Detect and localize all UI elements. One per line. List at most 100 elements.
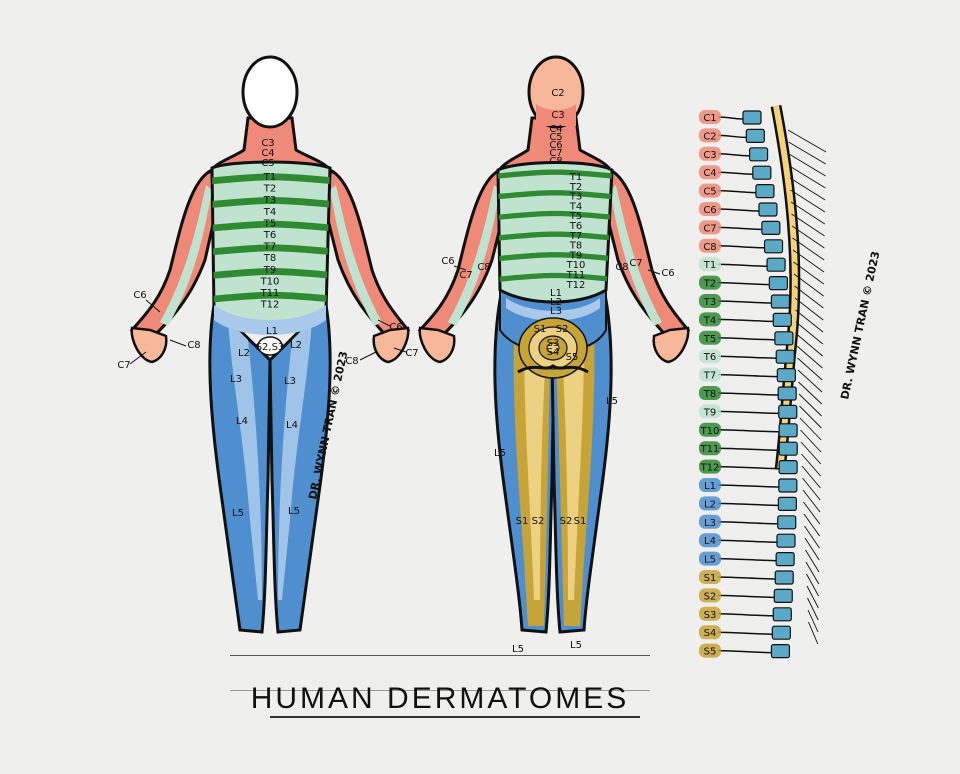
nerve-hatch-line — [801, 453, 821, 477]
nerve-root-line — [717, 208, 759, 212]
spine-level-labels: C1C2C3C4C5C6C7C8T1T2T3T4T5T6T7T8T9T10T11… — [699, 110, 721, 658]
spine-nerve-lines — [717, 116, 780, 654]
back-lumbar-label: L3 — [550, 306, 562, 317]
spine-level-label: C2 — [703, 131, 716, 142]
nerve-hatch-line — [794, 297, 824, 321]
front-left-leg-label: L2 — [238, 348, 250, 359]
back-sacral-label: S1 — [534, 324, 547, 335]
back-left-arm-label: C8 — [477, 262, 490, 273]
vertebra — [777, 515, 797, 530]
spine-level-label: S3 — [704, 610, 717, 621]
spine-level-label: L2 — [704, 499, 716, 510]
title-rule-top — [230, 655, 650, 656]
spine-level-swatch — [699, 202, 721, 216]
back-trunk-label: T9 — [569, 250, 582, 261]
nerve-hatch-line — [806, 573, 819, 597]
back-right-arm — [606, 167, 691, 342]
trunk-stripe — [212, 220, 330, 233]
front-left-arm-label: C7 — [117, 360, 130, 371]
vertebra — [770, 643, 791, 659]
spine-nerve-hatching — [787, 129, 827, 645]
spine-level-swatch — [699, 220, 721, 235]
leader-line — [359, 351, 377, 361]
nerve-hatch-line — [797, 369, 823, 393]
vertebra — [758, 202, 778, 217]
nerve-hatch-line — [787, 129, 827, 153]
back-left-arm-label: C6 — [441, 256, 454, 267]
front-trunk-label: T5 — [263, 218, 276, 229]
front-right-leg-label: L2 — [290, 340, 302, 351]
nerve-hatch-line — [791, 213, 825, 237]
nerve-hatch-line — [793, 261, 825, 285]
back-leg-label: L5 — [606, 396, 618, 407]
back-sacral-label: S4 — [547, 347, 560, 358]
front-head — [241, 55, 299, 129]
spine-level-label: S1 — [704, 573, 717, 584]
front-neck-label: C5 — [261, 158, 274, 169]
trunk-stripe — [498, 190, 612, 200]
front-right-hand — [372, 326, 410, 364]
vertebra — [772, 312, 792, 327]
front-left-leg-label: L4 — [236, 416, 248, 427]
front-left-arm-label: C6 — [133, 290, 146, 301]
spine-level-swatch — [699, 404, 721, 419]
back-leg-label: L5 — [570, 640, 582, 651]
front-left-leg-label: L5 — [232, 508, 244, 519]
back-lumbar-label: L2 — [550, 297, 562, 308]
spine-level-swatch — [699, 275, 721, 290]
trunk-stripe — [212, 173, 330, 185]
back-sacral-label: S5 — [566, 352, 579, 363]
spine-diagram: C1C2C3C4C5C6C7C8T1T2T3T4T5T6T7T8T9T10T11… — [699, 104, 827, 659]
nerve-hatch-line — [803, 513, 820, 537]
trunk-stripe — [212, 268, 330, 280]
spine-level-label: L3 — [704, 518, 716, 529]
nerve-root-line — [717, 337, 775, 341]
nerve-root-line — [717, 373, 778, 378]
nerve-root-line — [717, 465, 780, 470]
vertebra — [775, 551, 795, 567]
back-trunk-label: T10 — [566, 260, 586, 271]
spine-level-swatch — [699, 367, 721, 382]
title-rule-upper — [230, 690, 650, 691]
spine-level-swatch — [699, 386, 721, 400]
back-leg-label: S2 — [532, 516, 545, 527]
back-trunk-label: T4 — [569, 201, 582, 212]
vertebra — [748, 147, 769, 162]
spine-level-label: S5 — [704, 647, 717, 658]
back-gluteal-fold — [517, 364, 589, 374]
spine-level-swatch — [699, 606, 721, 621]
nerve-hatch-line — [790, 189, 826, 213]
back-trunk-label: T1 — [569, 172, 582, 183]
nerve-root-line — [717, 613, 774, 617]
vertebra — [742, 110, 762, 125]
vertebra — [755, 184, 775, 199]
spine-level-label: C4 — [703, 168, 716, 179]
leader-line — [169, 339, 187, 347]
spine-level-label: S2 — [704, 591, 717, 602]
nerve-root-line — [717, 631, 773, 635]
leader-line — [647, 269, 661, 275]
nerve-root-line — [717, 263, 768, 267]
back-left-arm — [417, 167, 504, 342]
front-trunk-label: T1 — [263, 172, 276, 183]
spine-level-label: S4 — [704, 628, 717, 639]
nerve-hatch-line — [792, 237, 825, 261]
front-left-leg-label: L3 — [230, 374, 242, 385]
nerve-hatch-line — [792, 249, 825, 273]
back-right-arm-label: C8 — [615, 262, 628, 273]
nerve-root-line — [717, 429, 780, 433]
vertebra — [761, 220, 781, 235]
nerve-root-line — [717, 594, 775, 599]
spine-level-label: T5 — [703, 334, 716, 345]
trunk-stripe — [498, 252, 612, 262]
nerve-hatch-line — [806, 585, 819, 609]
nerve-hatch-line — [807, 597, 819, 621]
back-trunk-label: T3 — [569, 192, 582, 203]
spine-level-swatch — [699, 349, 721, 364]
leader-line — [393, 347, 407, 353]
spine-level-label: C8 — [703, 242, 716, 253]
nerve-hatch-line — [794, 285, 824, 309]
vertebra — [778, 460, 798, 475]
